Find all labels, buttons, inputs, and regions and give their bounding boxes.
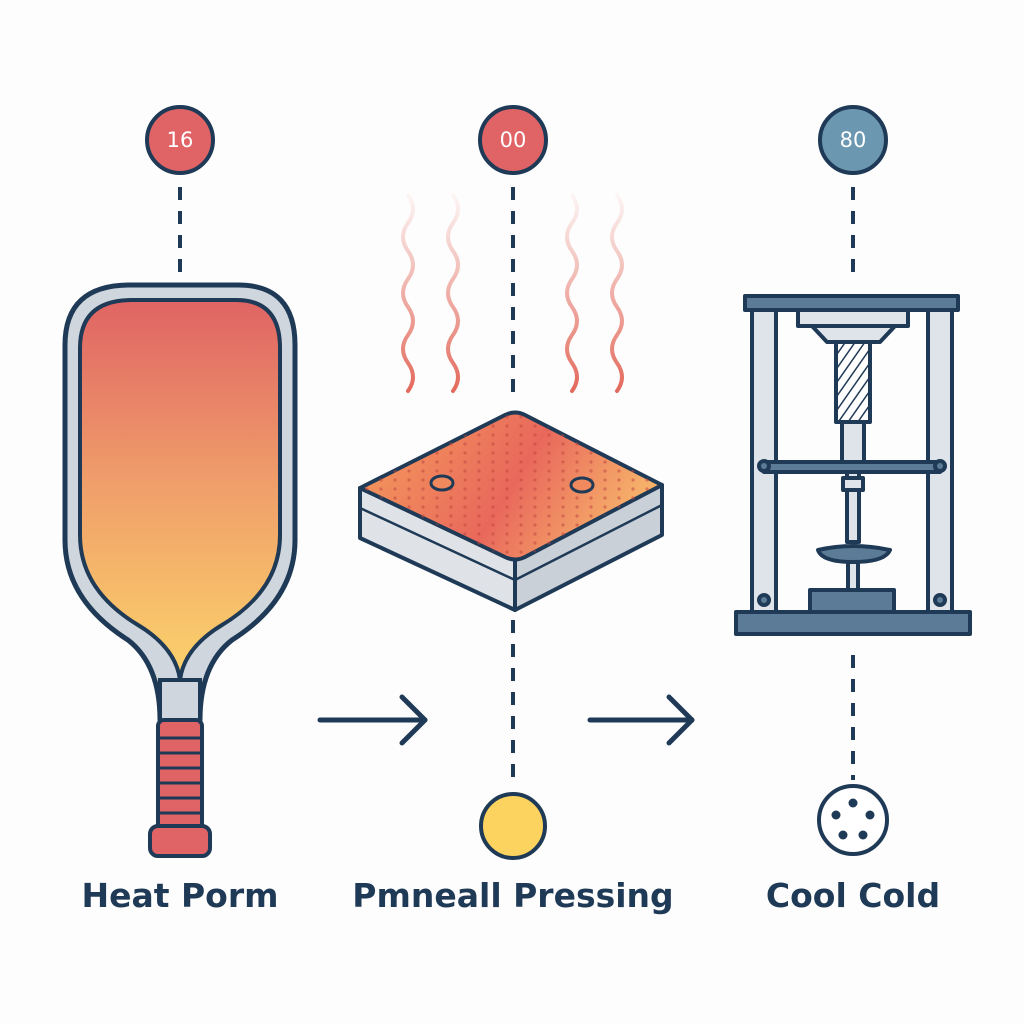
heat-wave-icon: [401, 193, 624, 393]
step-3-badge-number: 80: [840, 128, 867, 152]
step-1-label: Heat Porm: [81, 876, 279, 915]
dashed-connectors: [178, 187, 855, 785]
step-2-badge: 00: [478, 105, 548, 175]
arrow-right-icon-1: [317, 694, 428, 746]
yellow-dot-icon: [479, 792, 547, 860]
step-1-badge: 16: [145, 105, 215, 175]
pickleball-icon: [817, 784, 889, 856]
paddle-grip: [148, 718, 212, 858]
step-3-badge: 80: [818, 105, 888, 175]
step-2-badge-number: 00: [500, 128, 527, 152]
paddle-icon: [62, 282, 298, 858]
step-2-label: Pmneall Pressing: [352, 876, 674, 915]
mold-block-icon: [358, 410, 664, 612]
step-1-badge-number: 16: [167, 128, 194, 152]
step-3-label: Cool Cold: [765, 876, 941, 915]
arrow-right-icon-2: [587, 694, 695, 746]
press-machine-icon: [734, 294, 972, 636]
